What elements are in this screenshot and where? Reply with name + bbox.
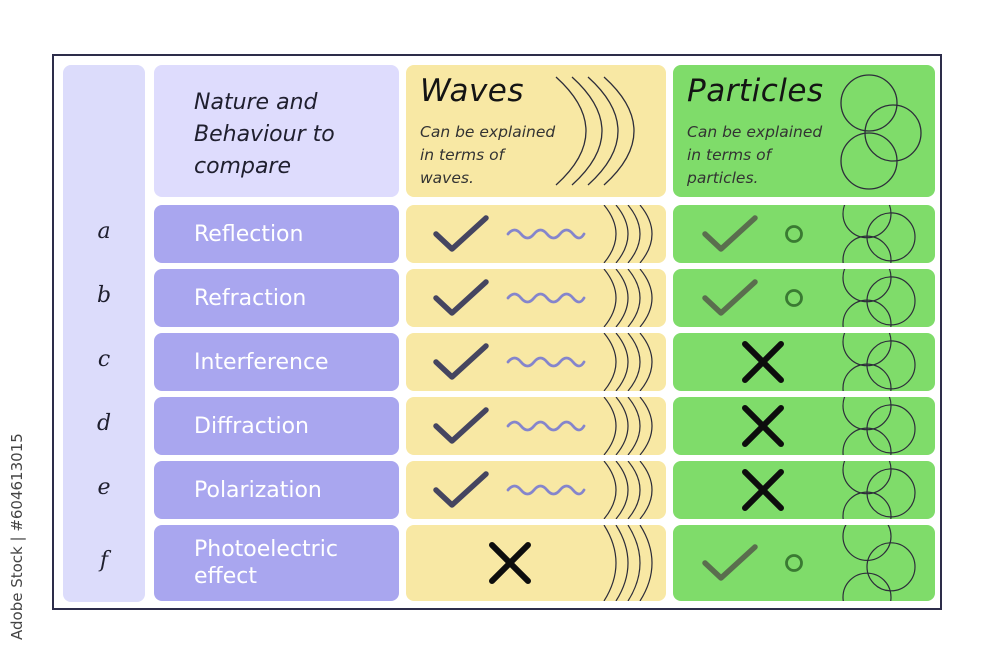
circle-icon [785,289,803,307]
phenomenon-label: Refraction [194,285,307,311]
particles-description: Can be explained in terms of particles. [687,123,823,187]
wave-icon [506,484,586,496]
wavefront-arcs-icon [555,76,635,186]
row-letter: f [99,548,109,573]
particles-result-cell [673,269,935,327]
wavefront-arcs-icon [603,397,653,455]
check-icon [702,215,758,252]
wavefront-arcs-icon [603,461,653,519]
check-icon [433,471,489,508]
check-icon [702,544,758,581]
circle-icon [785,554,803,572]
header-waves-cell: Waves Can be explained in terms of waves… [406,65,666,197]
particles-title: Particles [687,73,824,109]
waves-result-cell [406,461,666,519]
waves-result-cell [406,269,666,327]
wavefront-arcs-icon [603,525,653,601]
overlapping-circles-icon [842,461,916,519]
row-letter: e [97,475,111,500]
waves-result-cell [406,397,666,455]
cross-icon [489,542,531,584]
wavefront-arcs-icon [603,269,653,327]
circle-icon [785,225,803,243]
cross-icon [742,405,784,447]
row-label-cell: Interference [154,333,399,391]
overlapping-circles-icon [840,74,922,190]
waves-result-cell [406,525,666,601]
row-letter: d [96,411,112,436]
waves-description: Can be explained in terms of waves. [420,123,556,187]
overlapping-circles-icon [842,333,916,391]
wave-icon [506,356,586,368]
cross-icon [742,341,784,383]
check-icon [433,407,489,444]
particles-result-cell [673,333,935,391]
nature-behaviour-heading: Nature and Behaviour to compare [194,90,335,179]
check-icon [433,279,489,316]
phenomenon-label: Polarization [194,477,322,503]
particles-result-cell [673,397,935,455]
waves-title: Waves [420,73,525,109]
waves-result-cell [406,333,666,391]
row-letter: a [97,219,111,244]
cross-icon [742,469,784,511]
letter-column [63,65,145,602]
overlapping-circles-icon [842,525,916,601]
row-label-cell: Refraction [154,269,399,327]
overlapping-circles-icon [842,205,916,263]
watermark-text: Adobe Stock | #604613015 [8,433,26,640]
phenomenon-label: Reflection [194,221,304,247]
row-label-cell: Reflection [154,205,399,263]
wavefront-arcs-icon [603,205,653,263]
check-icon [433,343,489,380]
particles-result-cell [673,205,935,263]
row-label-cell: Polarization [154,461,399,519]
row-letter: c [97,347,111,372]
check-icon [702,279,758,316]
wave-icon [506,292,586,304]
row-label-cell: Diffraction [154,397,399,455]
header-nature-cell: Nature and Behaviour to compare [154,65,399,197]
particles-result-cell [673,525,935,601]
row-letter: b [96,283,112,308]
header-particles-cell: Particles Can be explained in terms of p… [673,65,935,197]
wave-icon [506,228,586,240]
phenomenon-label: Diffraction [194,413,309,439]
particles-result-cell [673,461,935,519]
overlapping-circles-icon [842,397,916,455]
overlapping-circles-icon [842,269,916,327]
wave-icon [506,420,586,432]
phenomenon-label: Interference [194,349,329,375]
check-icon [433,215,489,252]
wavefront-arcs-icon [603,333,653,391]
waves-result-cell [406,205,666,263]
